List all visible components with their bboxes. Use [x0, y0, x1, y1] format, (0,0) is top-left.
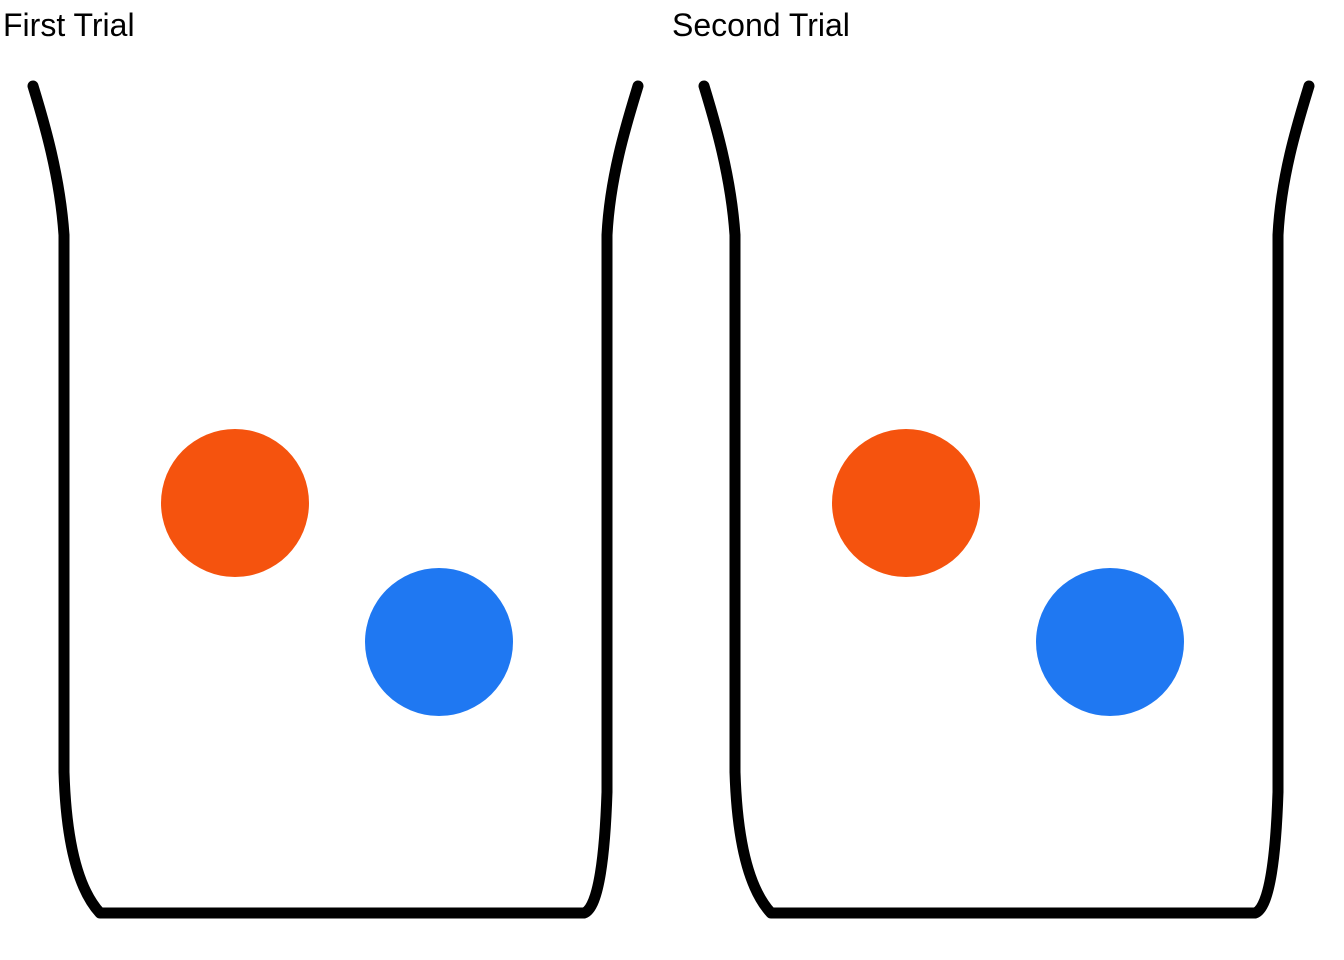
beaker-outline-icon — [27, 80, 644, 919]
orange-ball — [161, 429, 309, 577]
second-trial-beaker — [698, 80, 1315, 919]
first-trial-label: First Trial — [3, 7, 135, 43]
orange-ball — [832, 429, 980, 577]
beaker-outline-icon — [698, 80, 1315, 919]
blue-ball — [365, 568, 513, 716]
second-trial-label: Second Trial — [672, 7, 850, 43]
first-trial-beaker — [27, 80, 644, 919]
blue-ball — [1036, 568, 1184, 716]
